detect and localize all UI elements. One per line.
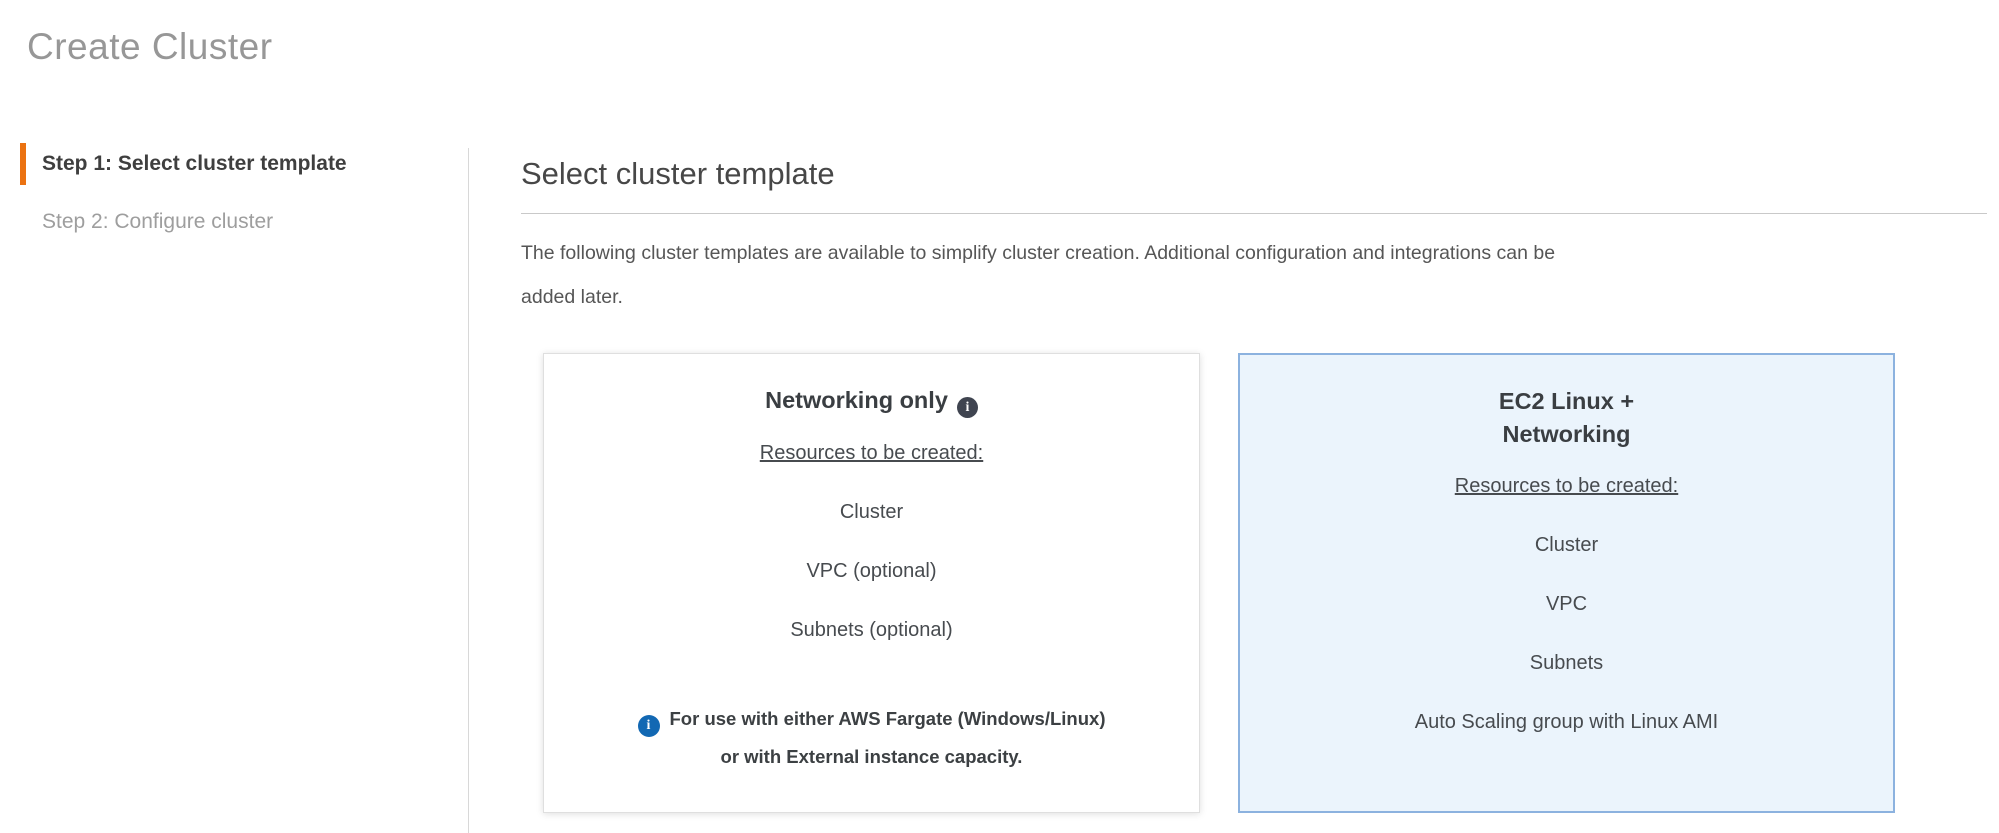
section-divider: [521, 213, 1987, 214]
description-line: The following cluster templates are avai…: [521, 242, 1556, 264]
steps-sidebar: Step 1: Select cluster template Step 2: …: [0, 143, 468, 243]
resource-item: Cluster: [839, 501, 904, 523]
step-label: Step 1: Select cluster template: [42, 152, 347, 175]
resource-item: Cluster: [1534, 534, 1599, 556]
page-title: Create Cluster: [27, 26, 273, 67]
resource-item: VPC (optional): [806, 560, 937, 582]
info-icon[interactable]: i: [956, 397, 978, 418]
active-step-indicator: [20, 143, 26, 185]
info-icon: i: [637, 715, 660, 737]
card-title-line: EC2 Linux +: [1498, 388, 1635, 414]
resource-item: Subnets: [1529, 652, 1604, 674]
note-line: For use with either AWS Fargate (Windows…: [669, 708, 1106, 729]
card-title-text: Networking only: [765, 387, 948, 413]
main-content: Select cluster template The following cl…: [521, 148, 1987, 813]
resource-item: VPC: [1545, 593, 1588, 615]
card-networking-only[interactable]: Networking only i Resources to be created…: [543, 353, 1200, 813]
card-ec2-linux-networking[interactable]: EC2 Linux + Networking Resources to be c…: [1238, 353, 1895, 813]
card-title: EC2 Linux + Networking: [1499, 385, 1634, 451]
note-line: or with External instance capacity.: [720, 746, 1023, 767]
sidebar-step-select-cluster-template[interactable]: Step 1: Select cluster template: [0, 143, 468, 185]
card-title: Networking only i: [765, 384, 978, 418]
sidebar-step-configure-cluster[interactable]: Step 2: Configure cluster: [0, 201, 468, 243]
card-title-line: Networking: [1502, 421, 1631, 447]
fargate-capacity-note: i For use with either AWS Fargate (Window…: [637, 700, 1106, 776]
resources-heading: Resources to be created:: [759, 442, 984, 464]
section-description: The following cluster templates are avai…: [521, 231, 1987, 319]
resource-item: Subnets (optional): [790, 619, 953, 641]
step-label: Step 2: Configure cluster: [42, 210, 274, 233]
description-line: added later.: [521, 286, 623, 308]
resources-heading: Resources to be created:: [1454, 475, 1679, 497]
resource-item: Auto Scaling group with Linux AMI: [1414, 711, 1719, 733]
cluster-template-cards: Networking only i Resources to be created…: [543, 353, 1987, 813]
section-heading: Select cluster template: [521, 156, 835, 191]
content-divider: [468, 148, 469, 833]
